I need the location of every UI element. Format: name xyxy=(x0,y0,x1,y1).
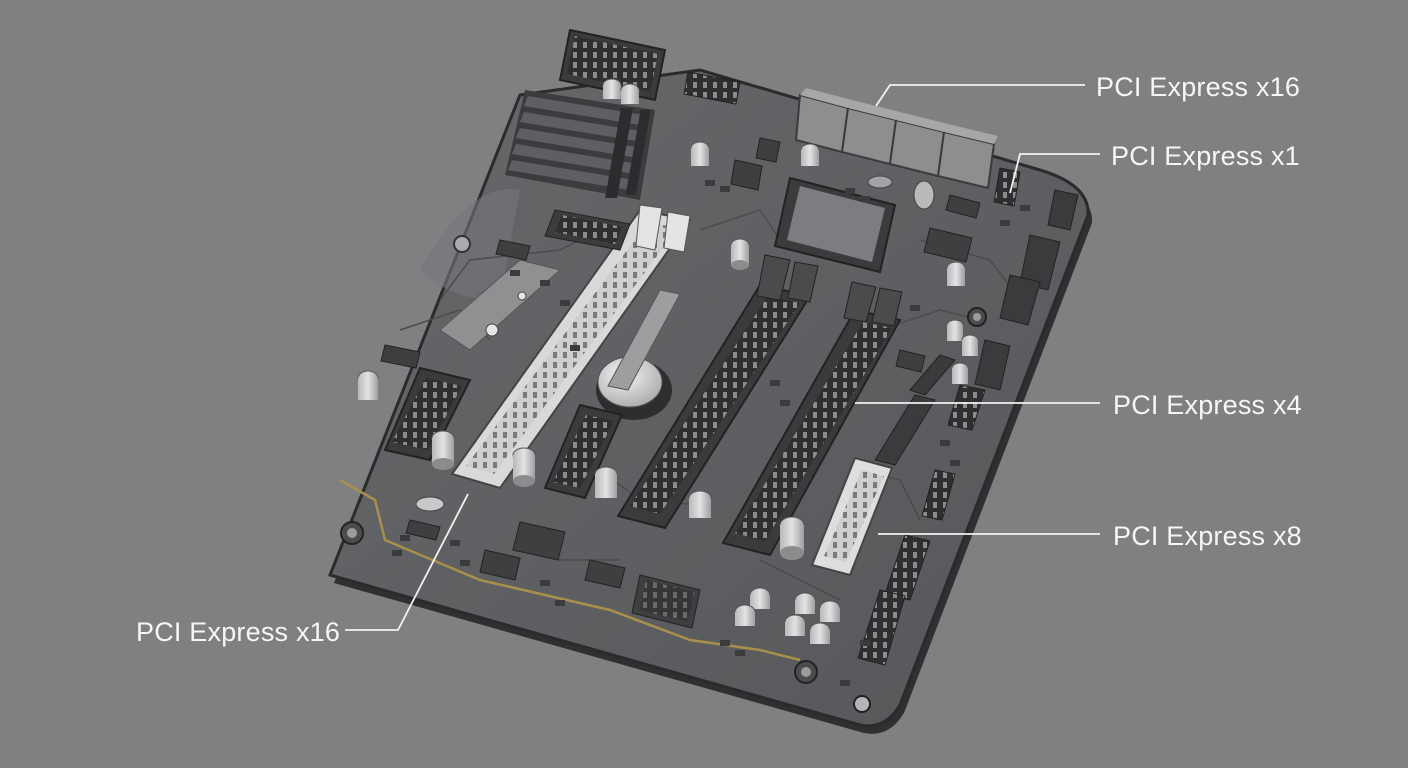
top-capacitors xyxy=(602,78,640,104)
pcie-x1-slot-lower xyxy=(543,403,624,500)
pcie-x8-slot xyxy=(810,456,894,577)
callout-pci-express-x16-top: PCI Express x16 xyxy=(1096,72,1301,102)
sata-ports xyxy=(974,189,1079,391)
pcie-x4-slot xyxy=(721,281,903,557)
bios-chip xyxy=(874,354,956,466)
crystals xyxy=(415,175,935,512)
smd-components xyxy=(392,180,1030,686)
callout-pci-express-x16-bottom: PCI Express x16 xyxy=(136,617,341,647)
front-panel-header xyxy=(683,71,741,105)
heatsink-strip xyxy=(607,289,681,391)
ic-pins xyxy=(640,580,694,622)
callout-pci-express-x4: PCI Express x4 xyxy=(1113,390,1302,420)
mounting-holes xyxy=(340,235,987,713)
m2-slot xyxy=(544,209,631,251)
bottom-headers xyxy=(857,384,986,666)
callout-pci-express-x1: PCI Express x1 xyxy=(1111,141,1300,171)
leader-x1 xyxy=(1009,153,1100,194)
capacitors xyxy=(357,141,979,644)
callout-leader-lines xyxy=(345,84,1100,631)
leader-x16-top xyxy=(875,84,1085,107)
m2-heatsink-plate xyxy=(439,259,562,351)
pcie-slot-middle xyxy=(616,254,819,530)
callout-pci-express-x8: PCI Express x8 xyxy=(1113,521,1302,551)
audio-header xyxy=(383,366,472,462)
leader-x16-bottom xyxy=(345,493,469,631)
vrm-chokes xyxy=(794,88,998,190)
gold-trace xyxy=(339,478,801,662)
atx-power-connector xyxy=(558,28,667,102)
ram-slots xyxy=(505,90,655,200)
